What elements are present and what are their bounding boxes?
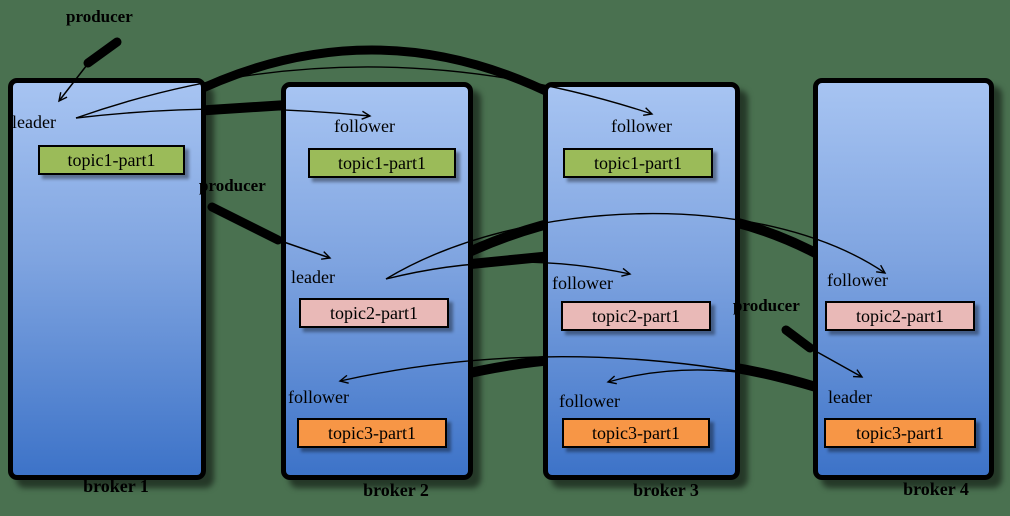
broker4-topic3-role-label: leader bbox=[828, 387, 872, 407]
broker-2-name: broker 2 bbox=[363, 480, 429, 500]
broker1-topic1-role-label: leader bbox=[12, 112, 56, 132]
broker2-topic1-role-label: follower bbox=[334, 116, 395, 136]
broker3-topic1-partition: topic1-part1 bbox=[563, 148, 713, 178]
broker4-topic2-role-label: follower bbox=[827, 270, 888, 290]
producer3-arrow-thick bbox=[781, 325, 815, 353]
broker-3-name: broker 3 bbox=[633, 480, 699, 500]
broker1-topic1-partition: topic1-part1 bbox=[38, 145, 185, 175]
broker2-topic1-partition: topic1-part1 bbox=[308, 148, 456, 178]
producer1-arrow-thick bbox=[83, 37, 122, 68]
broker3-topic2-partition: topic2-part1 bbox=[561, 301, 711, 331]
broker-4-box bbox=[813, 78, 994, 480]
broker-1-name: broker 1 bbox=[83, 476, 149, 496]
broker2-topic3-role-label: follower bbox=[288, 387, 349, 407]
producer2-arrow-thick bbox=[207, 202, 283, 245]
broker3-topic2-role-label: follower bbox=[552, 273, 613, 293]
producer-2-label: producer bbox=[199, 176, 266, 195]
broker3-topic3-role-label: follower bbox=[559, 391, 620, 411]
producer-3-label: producer bbox=[733, 296, 800, 315]
broker4-topic3-partition: topic3-part1 bbox=[824, 418, 976, 448]
broker-4-name: broker 4 bbox=[903, 479, 969, 499]
broker3-topic3-partition: topic3-part1 bbox=[562, 418, 710, 448]
broker-1-box bbox=[8, 78, 206, 480]
producer-1-label: producer bbox=[66, 7, 133, 26]
broker2-topic2-partition: topic2-part1 bbox=[299, 298, 449, 328]
broker3-topic1-role-label: follower bbox=[611, 116, 672, 136]
broker2-topic2-role-label: leader bbox=[291, 267, 335, 287]
broker2-topic3-partition: topic3-part1 bbox=[297, 418, 447, 448]
broker4-topic2-partition: topic2-part1 bbox=[825, 301, 975, 331]
